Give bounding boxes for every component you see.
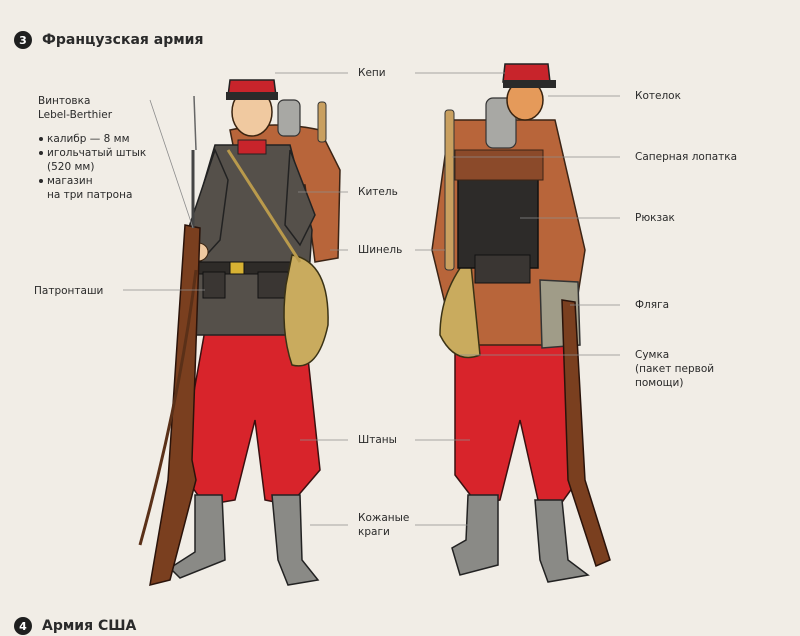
label-gaiters: Кожаные краги: [358, 512, 410, 538]
leader-lines: [123, 72, 620, 526]
rifle-model: Lebel-Berthier: [38, 109, 113, 121]
rifle-spec-caliber: калибр — 8 мм: [38, 132, 146, 146]
label-greatcoat: Шинель: [358, 244, 403, 256]
section-header-us: 4 Армия США: [14, 617, 136, 635]
label-bag: Сумка (пакет первой помощи): [635, 349, 715, 389]
label-kepi: Кепи: [358, 67, 386, 79]
section-number-badge: 4: [14, 617, 32, 635]
rifle-name: Винтовка: [38, 95, 91, 107]
section-title: Французская армия: [42, 32, 204, 48]
label-trousers: Штаны: [358, 434, 397, 446]
label-flask: Фляга: [635, 299, 670, 311]
section-header-french: 3 Французская армия: [14, 31, 204, 49]
label-backpack: Рюкзак: [635, 212, 675, 224]
back-soldier-figure: [431, 63, 611, 583]
rifle-spec-magazine: магазин: [38, 174, 146, 188]
label-tunic: Китель: [358, 186, 398, 198]
section-title: Армия США: [42, 618, 137, 634]
rifle-spec-bayonet: игольчатый штык: [38, 146, 146, 160]
rifle-spec-magazine-capacity: на три патрона: [47, 189, 133, 201]
rifle-specs-list: калибр — 8 мм игольчатый штык (520 мм) м…: [38, 132, 146, 202]
label-mess-tin: Котелок: [635, 90, 681, 102]
label-shovel: Саперная лопатка: [635, 151, 738, 163]
section-number-badge: 3: [14, 31, 32, 49]
front-soldier-figure: [138, 79, 341, 587]
rifle-info: Винтовка Lebel-Berthier калибр — 8 мм иг…: [38, 94, 146, 202]
label-cartridge-pouches: Патронташи: [34, 285, 104, 297]
rifle-spec-bayonet-length: (520 мм): [47, 161, 95, 173]
